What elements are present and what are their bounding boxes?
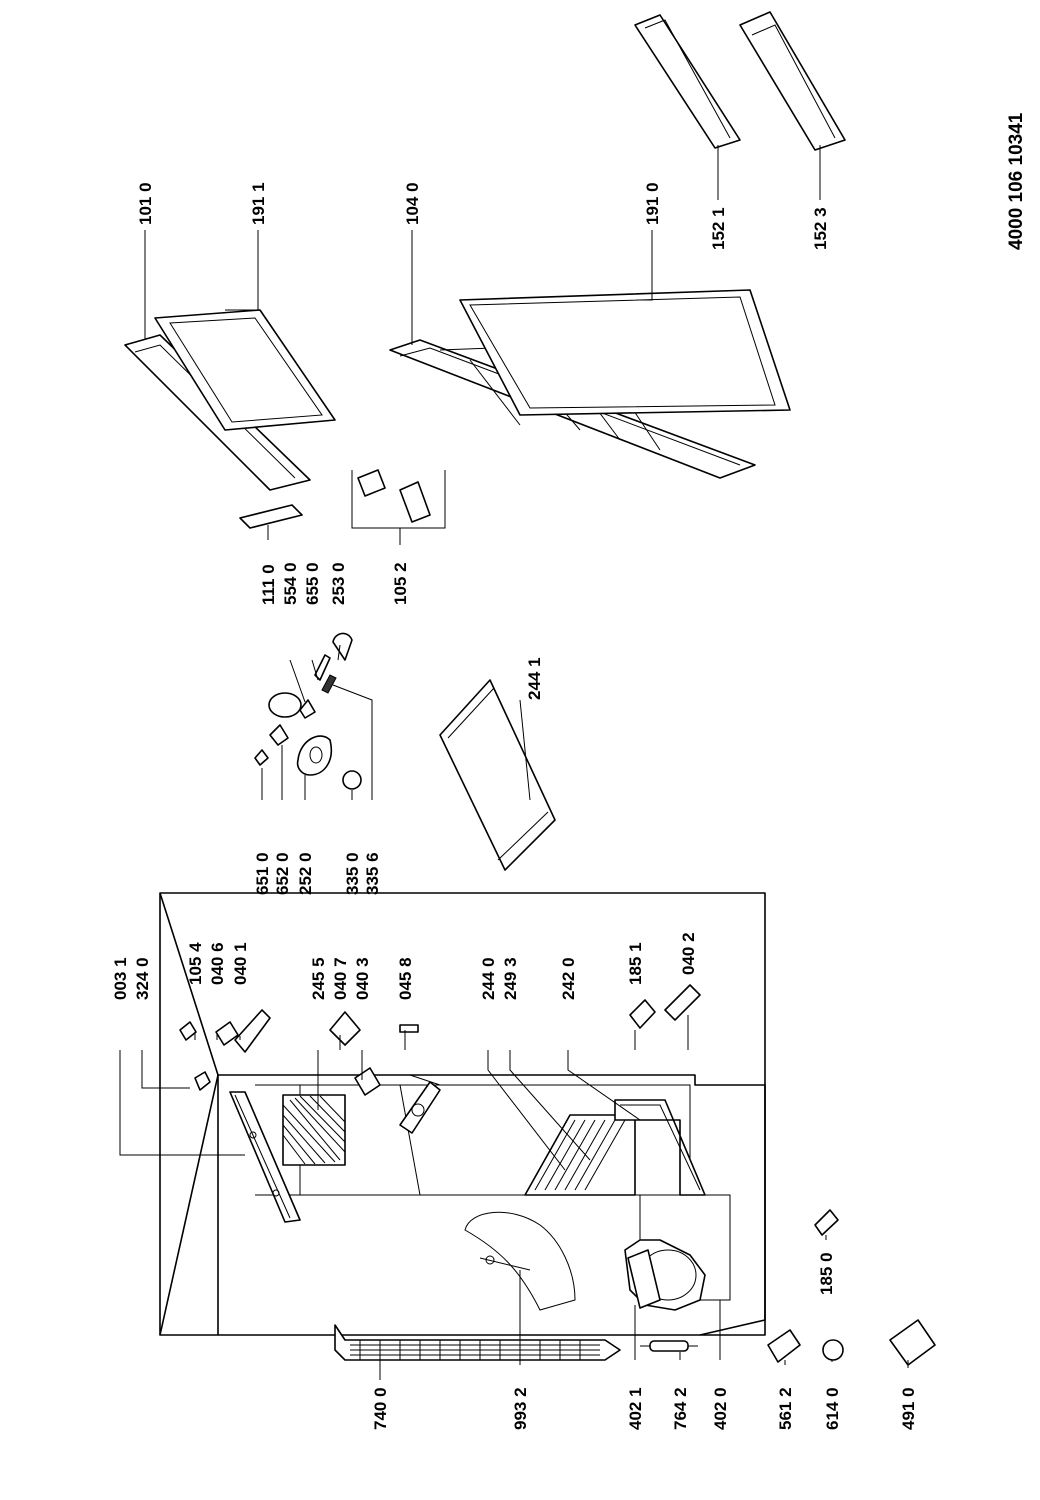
refrigerator-cabinet — [159, 892, 766, 1336]
part-6550-ring — [268, 692, 302, 718]
part-5612 — [767, 1329, 801, 1363]
label-4021: 402 1 — [626, 1387, 645, 1430]
part-0406 — [215, 1021, 239, 1046]
label-7642: 764 2 — [671, 1387, 690, 1430]
label-5612: 561 2 — [776, 1387, 795, 1430]
label-2530: 253 0 — [329, 562, 348, 605]
fridge-door — [389, 289, 791, 479]
label-0407: 040 7 — [331, 957, 350, 1000]
part-2520 — [296, 735, 332, 776]
door-shelves — [634, 11, 846, 151]
part-1851 — [629, 999, 656, 1029]
label-3350: 335 0 — [343, 852, 362, 895]
part-6550 — [314, 654, 331, 681]
label-0406: 040 6 — [208, 942, 227, 985]
label-2493: 249 3 — [501, 957, 520, 1000]
part-2530 — [332, 632, 353, 661]
label-1910: 191 0 — [643, 182, 662, 225]
thermostat-housing-interior — [399, 1081, 441, 1134]
label-2440: 244 0 — [479, 957, 498, 1000]
label-6510: 651 0 — [253, 852, 272, 895]
part-6140 — [822, 1339, 844, 1361]
part-1054 — [179, 1021, 197, 1041]
part-0458 — [399, 1024, 419, 1033]
label-3356: 335 6 — [363, 852, 382, 895]
label-2441: 244 1 — [525, 657, 544, 700]
label-0403: 040 3 — [353, 957, 372, 1000]
label-1052: 105 2 — [391, 562, 410, 605]
label-1523: 152 3 — [811, 207, 830, 250]
part-324 — [194, 1071, 211, 1091]
label-4020: 402 0 — [711, 1387, 730, 1430]
part-0402 — [664, 984, 701, 1021]
label-7400: 740 0 — [371, 1387, 390, 1430]
part-labels: 003 1 324 0 105 4 040 6 040 1 245 5 040 … — [111, 182, 918, 1430]
hinge-set — [351, 469, 446, 545]
cutaway-view — [464, 1211, 576, 1311]
label-6140: 614 0 — [823, 1387, 842, 1430]
compressor — [624, 1239, 706, 1311]
glass-shelf-loose — [439, 679, 556, 871]
label-5540: 554 0 — [281, 562, 300, 605]
label-2420: 242 0 — [559, 957, 578, 1000]
label-1851: 185 1 — [626, 942, 645, 985]
glass-shelf — [524, 1114, 636, 1196]
leader-lines — [119, 145, 909, 1380]
part-3350 — [342, 770, 362, 790]
label-1040: 104 0 — [403, 182, 422, 225]
part-5540 — [299, 699, 316, 719]
label-6520: 652 0 — [273, 852, 292, 895]
label-0031: 003 1 — [111, 957, 130, 1000]
part-6510 — [254, 749, 269, 766]
label-9932: 993 2 — [511, 1387, 530, 1430]
part-0407 — [329, 1011, 361, 1046]
label-4910: 491 0 — [899, 1387, 918, 1430]
part-1850 — [814, 1209, 839, 1236]
label-1054: 105 4 — [186, 942, 205, 985]
evaporator — [282, 1094, 346, 1166]
part-0403 — [354, 1067, 381, 1096]
label-3240: 324 0 — [133, 957, 152, 1000]
label-1010: 101 0 — [136, 182, 155, 225]
part-3356 — [321, 674, 337, 694]
freezer-door — [124, 309, 336, 491]
part-4910 — [889, 1319, 936, 1366]
label-2520: 252 0 — [296, 852, 315, 895]
hinge-part-1110 — [239, 504, 303, 529]
thermostat-parts — [254, 632, 362, 790]
top-panel — [229, 1091, 301, 1223]
small-parts-lower — [767, 1209, 936, 1366]
document-number: 4000 106 10341 — [1006, 112, 1027, 250]
label-0402: 040 2 — [679, 932, 698, 975]
label-2455: 245 5 — [309, 957, 328, 1000]
part-0401 — [234, 1009, 271, 1053]
filter-drier — [640, 1340, 698, 1352]
label-1911: 191 1 — [249, 182, 268, 225]
label-0458: 045 8 — [396, 957, 415, 1000]
condenser — [334, 1324, 621, 1361]
crisper-drawer — [614, 1099, 706, 1196]
small-parts-upper — [179, 984, 701, 1096]
label-1110: 111 0 — [259, 564, 278, 605]
label-0401: 040 1 — [231, 942, 250, 985]
label-6550: 655 0 — [303, 562, 322, 605]
label-1850: 185 0 — [817, 1252, 836, 1295]
part-6520 — [269, 724, 289, 746]
label-1521: 152 1 — [709, 207, 728, 250]
